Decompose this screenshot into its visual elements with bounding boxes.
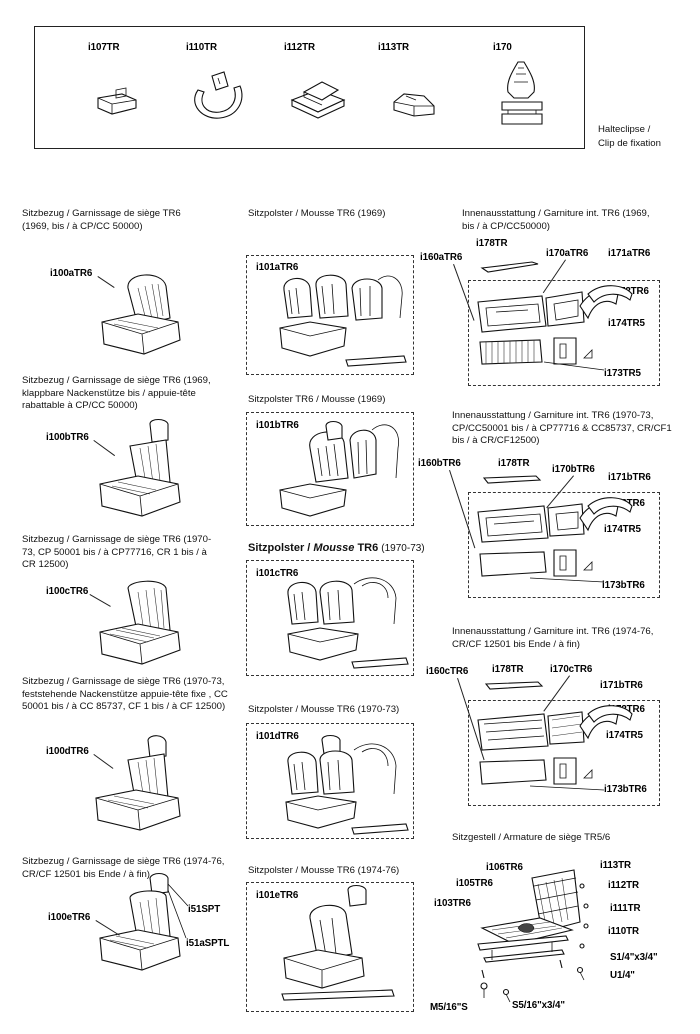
interior-code-i160bTR6: i160bTR6 bbox=[418, 458, 461, 469]
frame-code-i103TR6: i103TR6 bbox=[434, 898, 471, 909]
foam-caption-c-year: (1970-73) bbox=[381, 543, 425, 554]
interior-code-i170bTR6: i170bTR6 bbox=[552, 464, 595, 475]
foam-caption-b: Sitzpolster TR6 / Mousse (1969) bbox=[248, 394, 386, 405]
interior-b-drawing bbox=[470, 494, 656, 594]
clip-i110TR-drawing bbox=[184, 60, 250, 124]
frame-code-S1-4x3-4: S1/4"x3/4" bbox=[610, 952, 658, 963]
cover-d-drawing bbox=[92, 736, 188, 838]
foam-code-i101cTR6: i101cTR6 bbox=[256, 568, 299, 579]
interior-caption-a: Innenausstattung / Garniture int. TR6 (1… bbox=[462, 208, 650, 232]
frame-caption: Sitzgestell / Armature de siège TR5/6 bbox=[452, 832, 611, 843]
interior-code-i178TR-a: i178TR bbox=[476, 238, 508, 249]
foam-caption-d: Sitzpolster / Mousse TR6 (1970-73) bbox=[248, 704, 400, 715]
interior-code-i174TR5-c: i174TR5 bbox=[606, 730, 643, 741]
foam-caption-c-bold: Sitzpolster / bbox=[248, 542, 311, 554]
foam-c-drawing bbox=[270, 572, 410, 672]
cover-caption-a: Sitzbezug / Garnissage de siège TR6 (196… bbox=[22, 208, 181, 232]
foam-box-e bbox=[246, 882, 414, 1012]
cover-c-drawing bbox=[96, 578, 188, 670]
cover-caption-d: Sitzbezug / Garnissage de siège TR6 (197… bbox=[22, 676, 228, 712]
interior-caption-b: Innenausstattung / Garniture int. TR6 (1… bbox=[452, 410, 672, 446]
frame-drawing bbox=[462, 866, 602, 1006]
cover-caption-c: Sitzbezug / Garnissage de siège TR6 (197… bbox=[22, 534, 212, 570]
foam-caption-c-italic: Mousse bbox=[313, 542, 355, 554]
cover-code-i100cTR6: i100cTR6 bbox=[46, 586, 89, 597]
interior-code-i171bTR6-b: i171bTR6 bbox=[608, 472, 651, 483]
clip-i113TR-drawing bbox=[390, 88, 438, 120]
cover-code-i100bTR6: i100bTR6 bbox=[46, 432, 89, 443]
foam-code-i101eTR6: i101eTR6 bbox=[256, 890, 299, 901]
clips-panel bbox=[34, 26, 585, 149]
foam-caption-c-tail: TR6 bbox=[357, 542, 379, 554]
foam-caption-a: Sitzpolster / Mousse TR6 (1969) bbox=[248, 208, 386, 219]
cover-caption-e: Sitzbezug / Garnissage de siège TR6 (197… bbox=[22, 856, 225, 880]
interior-box-c bbox=[468, 700, 660, 806]
cover-code-i51SPT: i51SPT bbox=[188, 904, 221, 915]
interior-code-i178TR-b: i178TR bbox=[498, 458, 530, 469]
cover-e-drawing bbox=[96, 872, 188, 976]
interior-c-strip-drawing bbox=[484, 680, 544, 692]
interior-code-i172TR6-a: i172TR6 bbox=[612, 286, 649, 297]
frame-code-i112TR: i112TR bbox=[608, 880, 639, 891]
interior-code-i170cTR6: i170cTR6 bbox=[550, 664, 593, 675]
interior-box-a bbox=[468, 280, 660, 386]
interior-code-i173bTR6-b: i173bTR6 bbox=[602, 580, 645, 591]
frame-code-S5-16x3-4: S5/16"x3/4" bbox=[512, 1000, 565, 1011]
foam-caption-e: Sitzpolster / Mousse TR6 (1974-76) bbox=[248, 865, 400, 876]
interior-box-b bbox=[468, 492, 660, 598]
interior-c-drawing bbox=[470, 702, 656, 802]
foam-box-d bbox=[246, 723, 414, 839]
clip-i170-drawing bbox=[494, 58, 550, 132]
frame-code-i106TR6: i106TR6 bbox=[486, 862, 523, 873]
foam-d-drawing bbox=[270, 736, 410, 836]
frame-code-i110TR: i110TR bbox=[608, 926, 639, 937]
foam-code-i101aTR6: i101aTR6 bbox=[256, 262, 299, 273]
cover-b-drawing bbox=[96, 418, 188, 526]
frame-code-U1-4: U1/4" bbox=[610, 970, 635, 981]
interior-code-i174TR5-a: i174TR5 bbox=[608, 318, 645, 329]
clip-i112TR-drawing bbox=[288, 78, 348, 120]
foam-a-drawing bbox=[270, 270, 410, 368]
interior-code-i170aTR6: i170aTR6 bbox=[546, 248, 589, 259]
interior-code-i173TR5: i173TR5 bbox=[604, 368, 641, 379]
cover-code-i100dTR6: i100dTR6 bbox=[46, 746, 89, 757]
clip-code-i170: i170 bbox=[493, 42, 512, 53]
interior-caption-c: Innenausstattung / Garniture int. TR6 (1… bbox=[452, 626, 654, 650]
interior-code-i178TR-c: i178TR bbox=[492, 664, 524, 675]
frame-code-i111TR: i111TR bbox=[610, 903, 641, 914]
cover-code-i100aTR6: i100aTR6 bbox=[50, 268, 93, 279]
cover-code-i51aSPTL: i51aSPTL bbox=[186, 938, 230, 949]
interior-code-i160cTR6: i160cTR6 bbox=[426, 666, 469, 677]
foam-code-i101dTR6: i101dTR6 bbox=[256, 731, 299, 742]
clip-code-i113TR: i113TR bbox=[378, 42, 409, 53]
interior-code-i174TR5-b: i174TR5 bbox=[604, 524, 641, 535]
foam-box-b bbox=[246, 412, 414, 526]
foam-code-i101bTR6: i101bTR6 bbox=[256, 420, 299, 431]
foam-e-drawing bbox=[276, 884, 410, 1006]
clips-caption-line1: Halteclipse / bbox=[598, 124, 651, 135]
foam-b-drawing bbox=[270, 418, 410, 522]
interior-code-i173bTR6-c: i173bTR6 bbox=[604, 784, 647, 795]
frame-code-i113TR: i113TR bbox=[600, 860, 631, 871]
interior-b-strip-drawing bbox=[482, 474, 542, 486]
clip-code-i112TR: i112TR bbox=[284, 42, 315, 53]
foam-caption-c: Sitzpolster / Mousse TR6 (1970-73) bbox=[248, 542, 425, 554]
frame-code-i105TR6: i105TR6 bbox=[456, 878, 493, 889]
clips-caption-line2: Clip de fixation bbox=[598, 138, 661, 149]
clip-code-i107TR: i107TR bbox=[88, 42, 120, 53]
foam-box-a bbox=[246, 255, 414, 375]
interior-a-drawing bbox=[470, 282, 656, 382]
cover-caption-b: Sitzbezug / Garnissage de siège TR6 (196… bbox=[22, 375, 211, 411]
interior-code-i171aTR6: i171aTR6 bbox=[608, 248, 651, 259]
foam-box-c bbox=[246, 560, 414, 676]
interior-code-i160aTR6: i160aTR6 bbox=[420, 252, 463, 263]
interior-code-i171bTR6-c: i171bTR6 bbox=[600, 680, 643, 691]
cover-a-drawing bbox=[98, 264, 188, 364]
clip-i107TR-drawing bbox=[94, 86, 140, 118]
clip-code-i110TR: i110TR bbox=[186, 42, 217, 53]
cover-code-i100eTR6: i100eTR6 bbox=[48, 912, 91, 923]
interior-a-strip-drawing bbox=[480, 258, 540, 274]
frame-code-M5-16S: M5/16"S bbox=[430, 1002, 468, 1013]
